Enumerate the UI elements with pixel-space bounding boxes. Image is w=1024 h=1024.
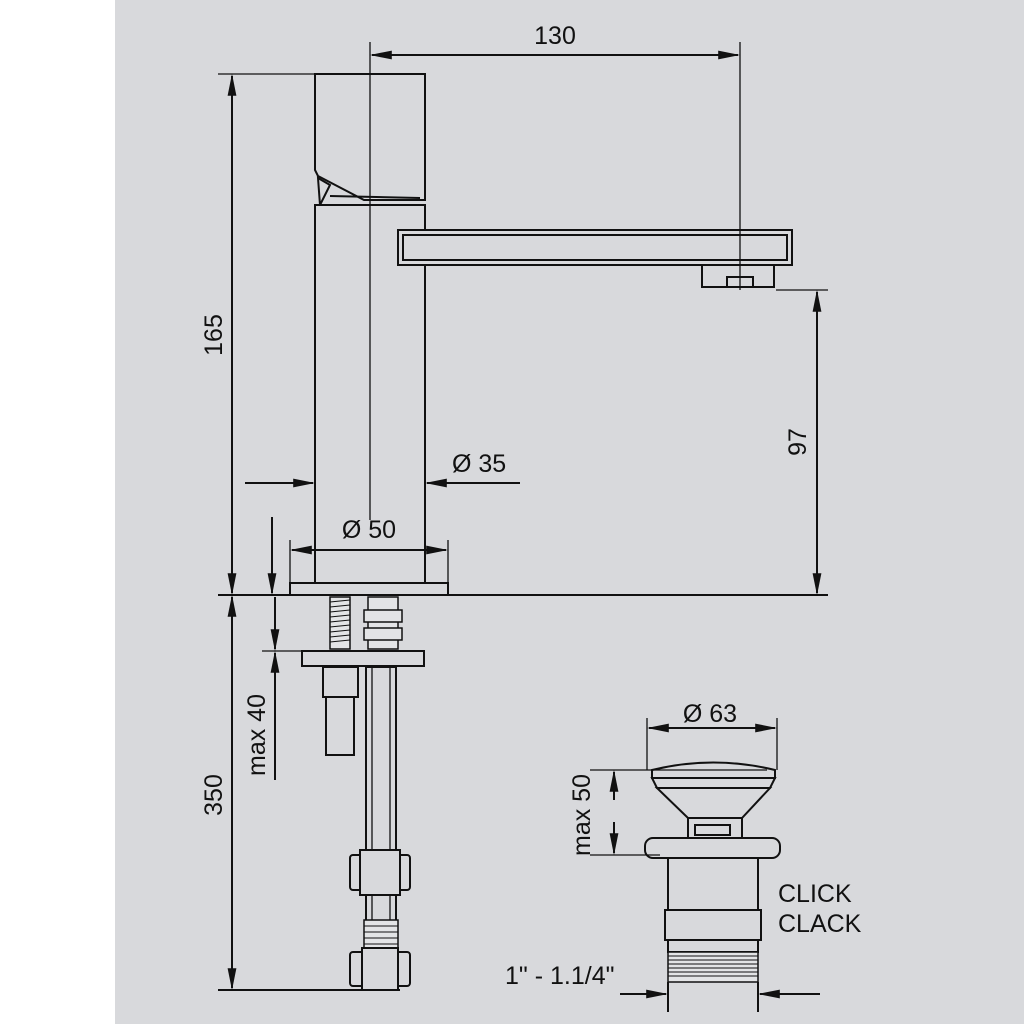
waste-thread	[667, 951, 759, 983]
base-diameter-label: Ø 50	[342, 516, 396, 544]
waste-max-thickness-label: max 50	[568, 774, 596, 856]
mounting-assembly	[218, 596, 425, 991]
total-height-label: 165	[200, 314, 228, 356]
waste-body	[667, 857, 759, 911]
nut	[322, 666, 359, 698]
spout-reach-label: 130	[534, 22, 576, 50]
waste-name-line1: CLICK	[778, 880, 852, 908]
waste-cap-diameter-label: Ø 63	[683, 700, 737, 728]
washer-plate	[301, 650, 425, 667]
click-clack-waste	[590, 718, 781, 1012]
base-plate	[289, 582, 449, 596]
max-deck-thickness-label: max 40	[243, 694, 271, 776]
thread-size-label: 1" - 1.1/4"	[505, 962, 614, 990]
waste-name-line2: CLACK	[778, 910, 862, 938]
faucet-body	[289, 42, 793, 596]
body-diameter-label: Ø 35	[452, 450, 506, 478]
spout-height-label: 97	[784, 428, 812, 456]
drawing-sheet	[115, 0, 1024, 1024]
waste-flange	[644, 837, 781, 859]
below-deck-label: 350	[200, 774, 228, 816]
